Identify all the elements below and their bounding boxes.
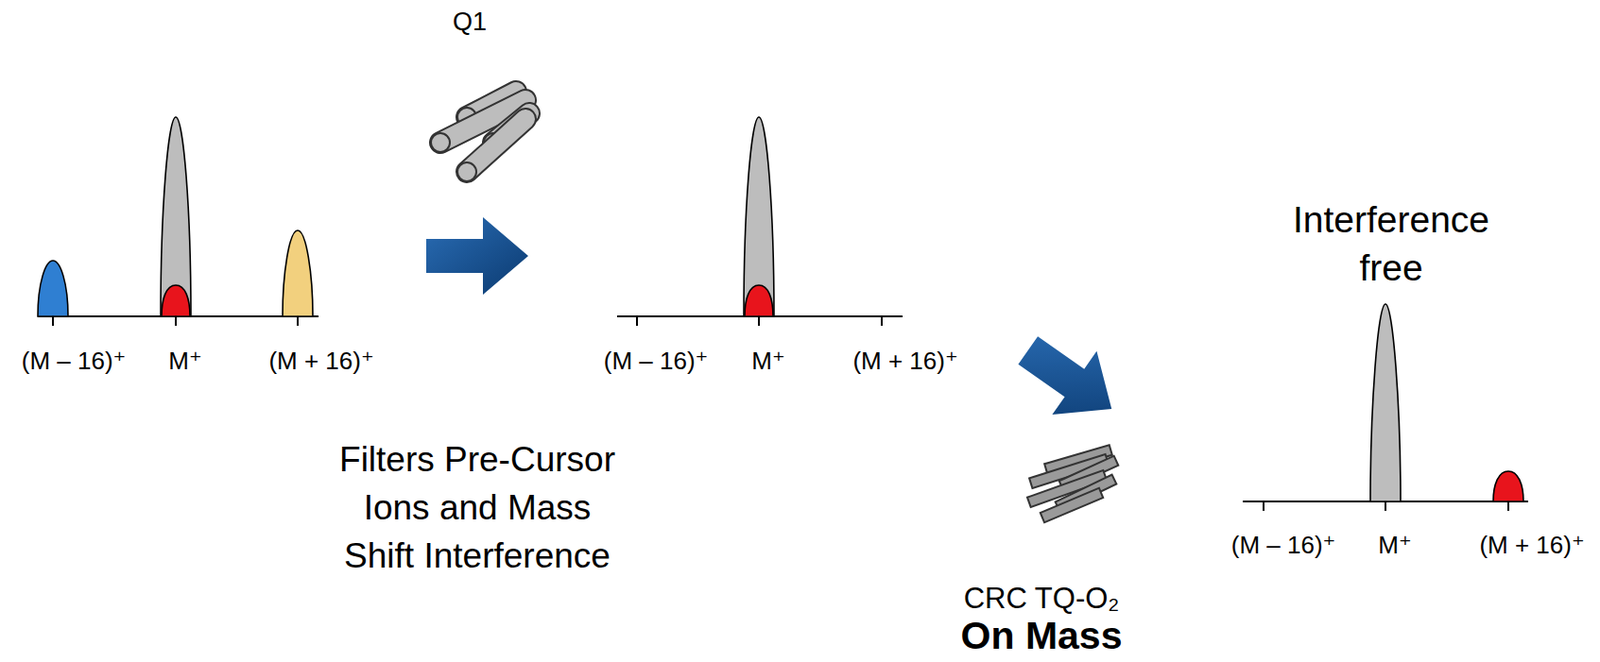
mode-label: On Mass bbox=[961, 615, 1123, 660]
flow-arrow bbox=[426, 217, 529, 295]
axis-label: (M – 16)⁺ bbox=[1231, 532, 1337, 561]
peak bbox=[161, 285, 190, 317]
axis-label: (M – 16)⁺ bbox=[603, 347, 709, 377]
peak bbox=[1370, 304, 1401, 502]
spectrum-panel bbox=[617, 117, 903, 327]
quadrupole-icon bbox=[430, 91, 530, 182]
result-label: Interference free bbox=[1273, 195, 1510, 293]
peak bbox=[744, 285, 774, 317]
axis-label: (M – 16)⁺ bbox=[21, 347, 127, 377]
axis-label: M⁺ bbox=[168, 347, 202, 377]
spectrum-panel bbox=[37, 117, 319, 327]
collision-cell-icon bbox=[1033, 451, 1112, 517]
stage-label: Q1 bbox=[452, 7, 487, 37]
axis-label: M⁺ bbox=[751, 347, 785, 377]
peak bbox=[37, 260, 69, 317]
peak bbox=[743, 117, 775, 317]
peak bbox=[282, 230, 313, 317]
mode-label: CRC TQ-O₂ bbox=[963, 582, 1120, 617]
axis-label: (M + 16)⁺ bbox=[268, 347, 374, 377]
spectrum-panel bbox=[1242, 304, 1529, 512]
description-text: Filters Pre-Cursor Ions and Mass Shift I… bbox=[325, 435, 630, 581]
axis-label: (M + 16)⁺ bbox=[1479, 532, 1584, 561]
axis-label: (M + 16)⁺ bbox=[852, 347, 958, 377]
flow-arrow bbox=[1005, 318, 1135, 441]
peak bbox=[1493, 471, 1524, 502]
peak bbox=[160, 117, 191, 317]
axis-label: M⁺ bbox=[1377, 532, 1411, 561]
